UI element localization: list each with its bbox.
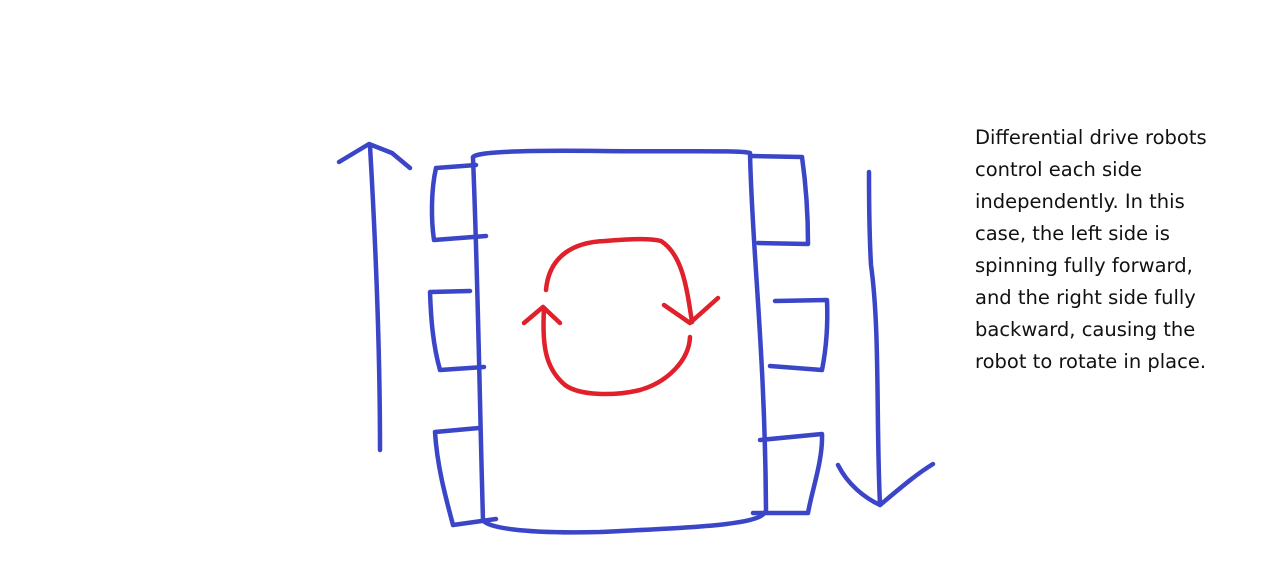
robot-body <box>470 148 769 535</box>
caption-line: case, the left side is <box>975 222 1170 245</box>
caption-line: backward, causing the <box>975 318 1196 341</box>
caption-line: robot to rotate in place. <box>975 350 1207 373</box>
left-wheel-front <box>429 162 489 243</box>
rotation-arrow-lower-head <box>521 304 563 326</box>
rotation-arrow-upper <box>543 236 695 325</box>
caption-line: independently. In this <box>975 190 1185 213</box>
left-wheel-rear <box>432 425 499 528</box>
caption-line: control each side <box>975 158 1142 181</box>
caption-text: Differential drive robots control each s… <box>975 122 1275 378</box>
right-side-backward-arrow <box>866 169 883 508</box>
right-arrow-head <box>835 461 936 508</box>
left-arrow-head <box>336 141 413 171</box>
right-wheel-front <box>749 153 811 247</box>
caption-line: and the right side fully <box>975 286 1196 309</box>
left-side-forward-arrow <box>367 143 383 453</box>
right-wheel-middle <box>767 297 830 373</box>
rotation-arrow-lower <box>541 305 693 397</box>
rotation-arrow-upper-head <box>661 295 721 326</box>
caption-line: Differential drive robots <box>975 126 1207 149</box>
left-wheel-middle <box>427 288 487 373</box>
right-wheel-rear <box>750 431 825 516</box>
caption-line: spinning fully forward, <box>975 254 1193 277</box>
